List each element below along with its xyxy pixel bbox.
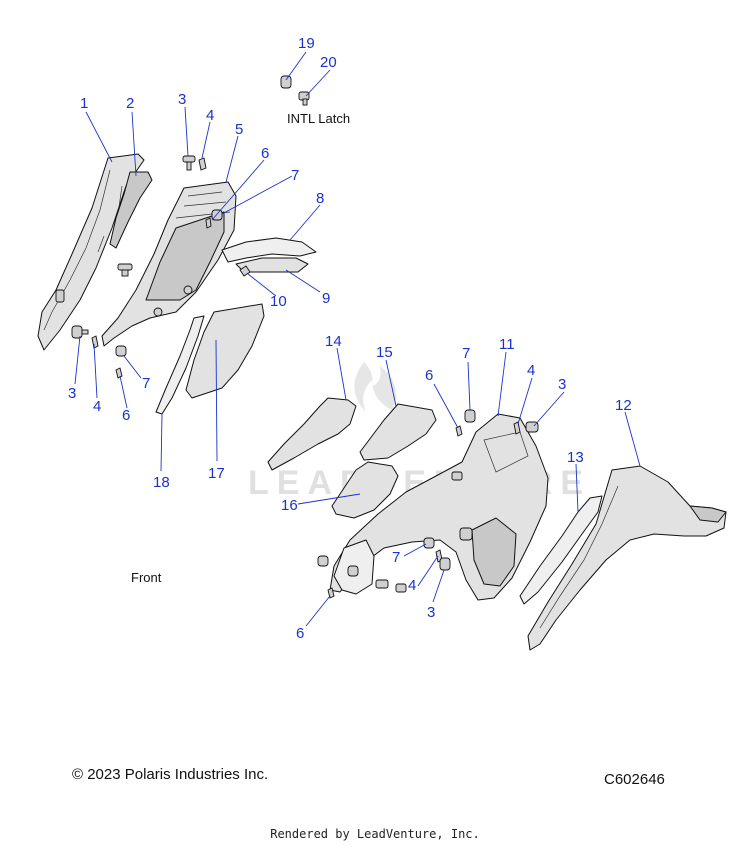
callout-6-right-upper[interactable]: 6 xyxy=(425,367,433,384)
part-13-right-liner[interactable] xyxy=(519,495,603,605)
part-4-screw-upper[interactable] xyxy=(198,157,207,171)
part-7-nut-right-upper[interactable] xyxy=(464,409,476,423)
callout-15[interactable]: 15 xyxy=(376,344,393,361)
part-20-latch-stud[interactable] xyxy=(298,91,310,106)
callout-7-right-upper[interactable]: 7 xyxy=(462,345,470,362)
part-19-latch-knob[interactable] xyxy=(280,75,292,89)
part-12-right-side-panel[interactable] xyxy=(527,465,727,651)
part-3-push-pin-upper[interactable] xyxy=(182,155,196,171)
part-4-screw-right-upper[interactable] xyxy=(513,421,521,435)
part-1-left-side-panel[interactable] xyxy=(37,153,145,351)
callout-19[interactable]: 19 xyxy=(298,35,315,52)
part-3-push-pin-lower[interactable] xyxy=(71,325,89,339)
callout-5[interactable]: 5 xyxy=(235,121,243,138)
callout-16[interactable]: 16 xyxy=(281,497,298,514)
callout-6-lower[interactable]: 6 xyxy=(122,407,130,424)
part-4-screw-lower[interactable] xyxy=(91,335,99,349)
callout-1[interactable]: 1 xyxy=(80,95,88,112)
part-2-upper-left-liner[interactable] xyxy=(109,171,153,249)
callout-6-right-lower[interactable]: 6 xyxy=(296,625,304,642)
callout-17[interactable]: 17 xyxy=(208,465,225,482)
copyright-text: © 2023 Polaris Industries Inc. xyxy=(72,766,269,783)
part-14-right-upper-pad[interactable] xyxy=(267,397,357,471)
part-10-clip[interactable] xyxy=(239,265,251,277)
callout-13[interactable]: 13 xyxy=(567,449,584,466)
callout-7-lower[interactable]: 7 xyxy=(142,375,150,392)
loose-clip-lower[interactable] xyxy=(375,579,407,593)
callout-9[interactable]: 9 xyxy=(322,290,330,307)
callout-4-right-lower[interactable]: 4 xyxy=(408,577,416,594)
callout-4-right-upper[interactable]: 4 xyxy=(527,362,535,379)
leader-lines xyxy=(74,51,641,627)
callout-2[interactable]: 2 xyxy=(126,95,134,112)
callout-3[interactable]: 3 xyxy=(178,91,186,108)
part-11-right-inner-fender[interactable] xyxy=(329,413,549,601)
part-6-screw-upper[interactable] xyxy=(205,217,212,229)
part-3-push-pin-right-lower[interactable] xyxy=(439,557,451,571)
callout-20[interactable]: 20 xyxy=(320,54,337,71)
part-8-upper-bracket[interactable] xyxy=(221,237,317,263)
callout-8[interactable]: 8 xyxy=(316,190,324,207)
callout-6[interactable]: 6 xyxy=(261,145,269,162)
callout-numbers: 1 2 3 4 5 6 7 8 9 10 3 4 7 6 18 17 19 20… xyxy=(68,35,632,642)
callout-3-right-lower[interactable]: 3 xyxy=(427,604,435,621)
part-7-nut-lower[interactable] xyxy=(115,345,127,357)
part-6-screw-right-upper[interactable] xyxy=(455,425,463,437)
callout-7-right-lower[interactable]: 7 xyxy=(392,549,400,566)
front-label: Front xyxy=(131,570,162,585)
push-pin-mid[interactable] xyxy=(117,263,133,277)
part-6-screw-lower[interactable] xyxy=(115,367,123,379)
callout-12[interactable]: 12 xyxy=(615,397,632,414)
callout-4-lower[interactable]: 4 xyxy=(93,398,101,415)
callout-3-lower[interactable]: 3 xyxy=(68,385,76,402)
callout-3-right-upper[interactable]: 3 xyxy=(558,376,566,393)
callout-7[interactable]: 7 xyxy=(291,167,299,184)
callout-18[interactable]: 18 xyxy=(153,474,170,491)
callout-10[interactable]: 10 xyxy=(270,293,287,310)
part-15-right-side-pad[interactable] xyxy=(359,403,437,461)
part-6-screw-right-lower[interactable] xyxy=(327,587,335,599)
callout-14[interactable]: 14 xyxy=(325,333,342,350)
part-16-right-lower-pad[interactable] xyxy=(331,461,399,519)
part-7-nut-right-lower[interactable] xyxy=(423,537,435,549)
part-17-side-pad[interactable] xyxy=(185,303,265,399)
rendered-by-footer: Rendered by LeadVenture, Inc. xyxy=(270,827,480,841)
intl-latch-label: INTL Latch xyxy=(287,111,351,126)
loose-nut-left-fender[interactable] xyxy=(317,555,329,567)
callout-4[interactable]: 4 xyxy=(206,107,214,124)
callout-11[interactable]: 11 xyxy=(499,336,515,353)
diagram-code: C602646 xyxy=(604,771,665,788)
part-5-left-inner-fender[interactable] xyxy=(101,181,237,347)
